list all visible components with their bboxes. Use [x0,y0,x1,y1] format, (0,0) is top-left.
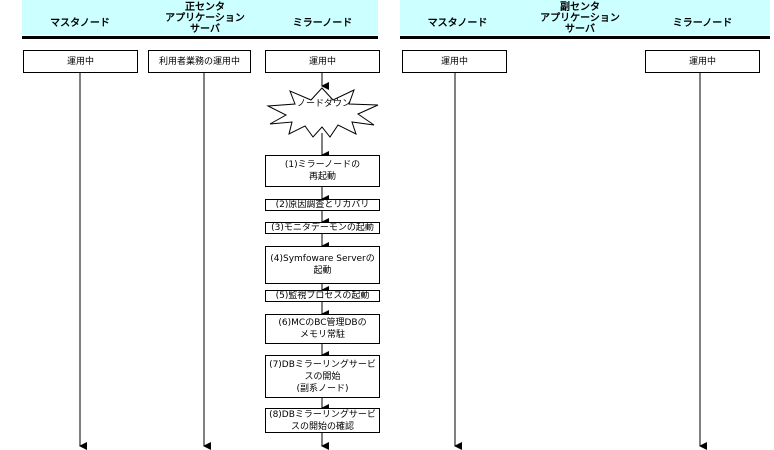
step-8-box: (8)DBミラーリングサービ スの開始の確認 [265,408,380,433]
primary-mirror-status-box: 運用中 [265,50,380,73]
primary-master-node-header: マスタノード [50,18,110,29]
primary-header-rule [22,36,378,39]
secondary-header-rule [400,36,770,39]
primary-center-title: 正センタ [185,2,225,13]
step-2-box: (2)原因調査とリカバリ [265,199,380,211]
step-6-box: (6)MCのBC管理DBの メモリ常駐 [265,314,380,344]
primary-mirror-node-header: ミラーノード [292,18,353,29]
primary-center-header [22,0,378,35]
secondary-center-title: 副センタ [560,2,600,13]
primary-app-status-box: 利用者業務の運用中 [148,50,251,73]
secondary-mirror-status-box: 運用中 [645,50,760,73]
step-5-box: (5)監視プロセスの起動 [265,290,380,302]
secondary-center-header [400,0,770,35]
secondary-master-status-box: 運用中 [402,50,507,73]
primary-app-server-header: アプリケーション サーバ [165,13,245,35]
secondary-master-node-header: マスタノード [427,18,488,29]
node-down-label: ノードダウン [296,99,351,109]
step-1-box: (1)ミラーノードの 再起動 [265,155,380,187]
primary-master-status-box: 運用中 [23,50,138,73]
secondary-mirror-node-header: ミラーノード [672,18,733,29]
step-3-box: (3)モニタデーモンの起動 [265,222,380,234]
secondary-app-server-header: アプリケーション サーバ [540,13,620,35]
step-4-box: (4)Symfoware Serverの 起動 [265,246,380,284]
node-down-burst-shape [266,87,379,138]
step-7-box: (7)DBミラーリングサービ スの開始 (副系ノード) [265,355,380,398]
